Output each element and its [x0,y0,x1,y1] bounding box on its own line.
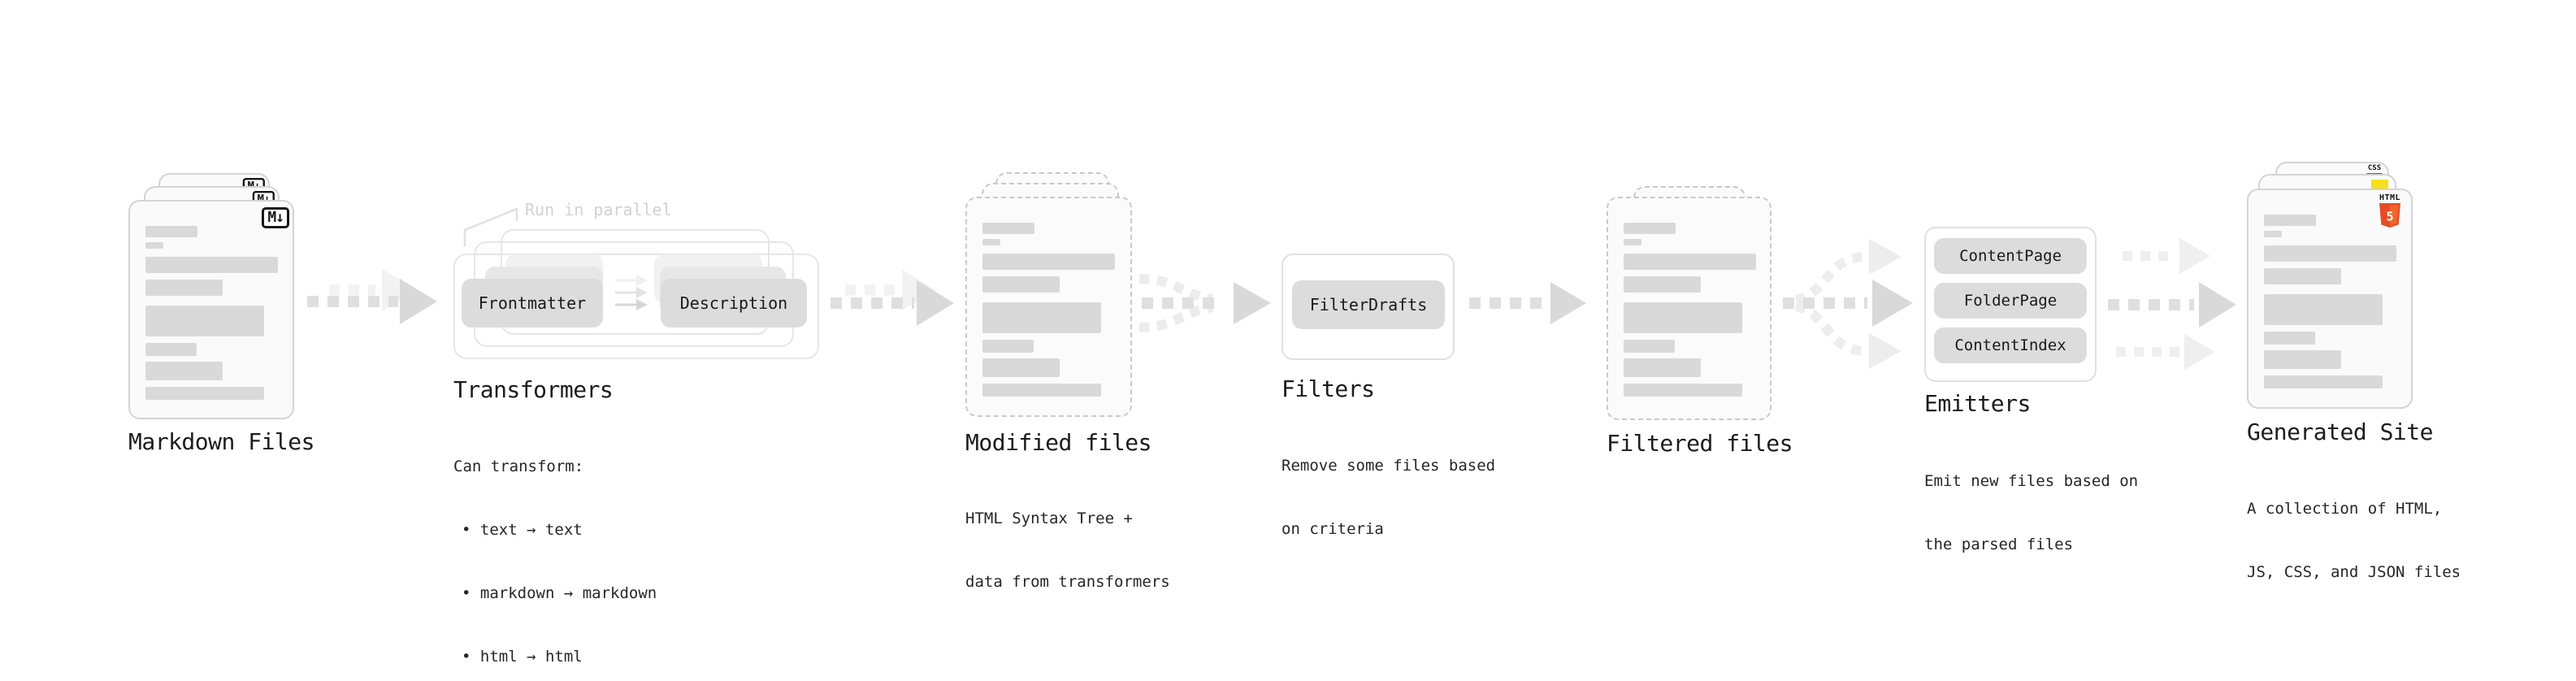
skeleton-text-bar [1624,223,1676,234]
skeleton-text-bar [1624,384,1742,397]
desc-bullet: • text → text [462,521,583,539]
skeleton-text-bar [145,280,223,296]
skeleton-text-bar [982,302,1101,333]
generated-site-label: Generated Site [2247,419,2434,445]
skeleton-text-bar [2264,375,2383,388]
html5-icon: HTML 5 [2378,193,2402,228]
contentindex-pill: ContentIndex [1934,327,2087,363]
skeleton-text-bar [2264,332,2315,345]
modified-files-label: Modified files [965,429,1152,456]
frontmatter-pill: Frontmatter [462,279,603,327]
markdown-icon: M↓ [262,207,289,228]
desc-line: Emit new files based on [1924,472,2139,490]
emitters-description: Emit new files based on the parsed files [1924,428,2138,597]
skeleton-text-bar [1624,239,1641,245]
generated-site-description: A collection of HTML, JS, CSS, and JSON … [2247,456,2461,625]
skeleton-text-bar [982,239,1000,245]
skeleton-text-bar [145,362,223,380]
skeleton-text-bar [1624,358,1701,377]
arrow-transformers-to-modified [830,270,954,326]
skeleton-text-bar [982,254,1115,270]
document-card-front [1607,197,1772,420]
skeleton-text-bar [1624,254,1756,270]
filtered-files-label: Filtered files [1607,430,1793,457]
markdown-files-label: Markdown Files [128,428,315,455]
filters-description: Remove some files based on criteria [1281,413,1495,582]
filters-label: Filters [1281,375,1375,402]
document-card-front: M↓ [128,200,294,419]
skeleton-text-bar [2264,215,2316,226]
arrows-frontmatter-to-description [615,275,648,310]
arrow-merge-to-filters [1138,274,1271,332]
desc-line: Remove some files based [1281,457,1496,475]
desc-line: the parsed files [1924,536,2074,553]
skeleton-text-bar [2264,294,2383,325]
desc-line: JS, CSS, and JSON files [2247,563,2461,581]
skeleton-text-bar [1624,276,1701,293]
skeleton-text-bar [982,358,1060,377]
skeleton-text-bar [2264,350,2341,369]
desc-line: Can transform: [453,458,584,475]
contentpage-pill: ContentPage [1934,238,2087,274]
javascript-icon [2371,180,2388,189]
skeleton-text-bar [145,306,264,336]
desc-line: HTML Syntax Tree + [965,510,1133,527]
desc-line: data from transformers [965,573,1170,591]
transformer-run-box-front [453,254,819,359]
note-leader-line [463,207,518,246]
emitters-label: Emitters [1924,390,2031,417]
skeleton-text-bar [145,257,278,273]
arrow-markdown-to-transformers [307,269,437,324]
arrow-fanout-to-emitters [1783,239,1913,369]
skeleton-text-bar [145,226,197,237]
skeleton-text-bar [982,340,1034,353]
run-in-parallel-note: Run in parallel [525,200,672,219]
arrows-emitters-to-site [2108,238,2236,370]
skeleton-text-bar [1624,302,1742,333]
skeleton-text-bar [982,223,1034,234]
skeleton-text-bar [982,276,1060,293]
description-pill: Description [661,279,807,327]
modified-files-description: HTML Syntax Tree + data from transformer… [965,466,1170,635]
skeleton-text-bar [2264,268,2341,284]
arrow-filters-to-filtered [1469,282,1586,324]
skeleton-text-bar [2264,245,2396,262]
desc-line: on criteria [1281,520,1384,538]
skeleton-text-bar [145,242,163,249]
transformers-description: Can transform: • text → text • markdown … [453,414,657,681]
svg-text:5: 5 [2386,210,2393,224]
skeleton-text-bar [145,343,197,356]
document-card-front: HTML 5 [2247,189,2413,409]
document-card-front [965,197,1132,417]
filterdrafts-pill: FilterDrafts [1292,280,1445,329]
desc-bullet: • markdown → markdown [462,584,657,602]
folderpage-pill: FolderPage [1934,283,2087,319]
skeleton-text-bar [145,387,264,400]
skeleton-text-bar [1624,340,1675,353]
transformers-label: Transformers [453,376,614,403]
desc-line: A collection of HTML, [2247,500,2443,518]
desc-bullet: • html → html [462,648,583,666]
skeleton-text-bar [2264,231,2282,237]
skeleton-text-bar [982,384,1101,397]
